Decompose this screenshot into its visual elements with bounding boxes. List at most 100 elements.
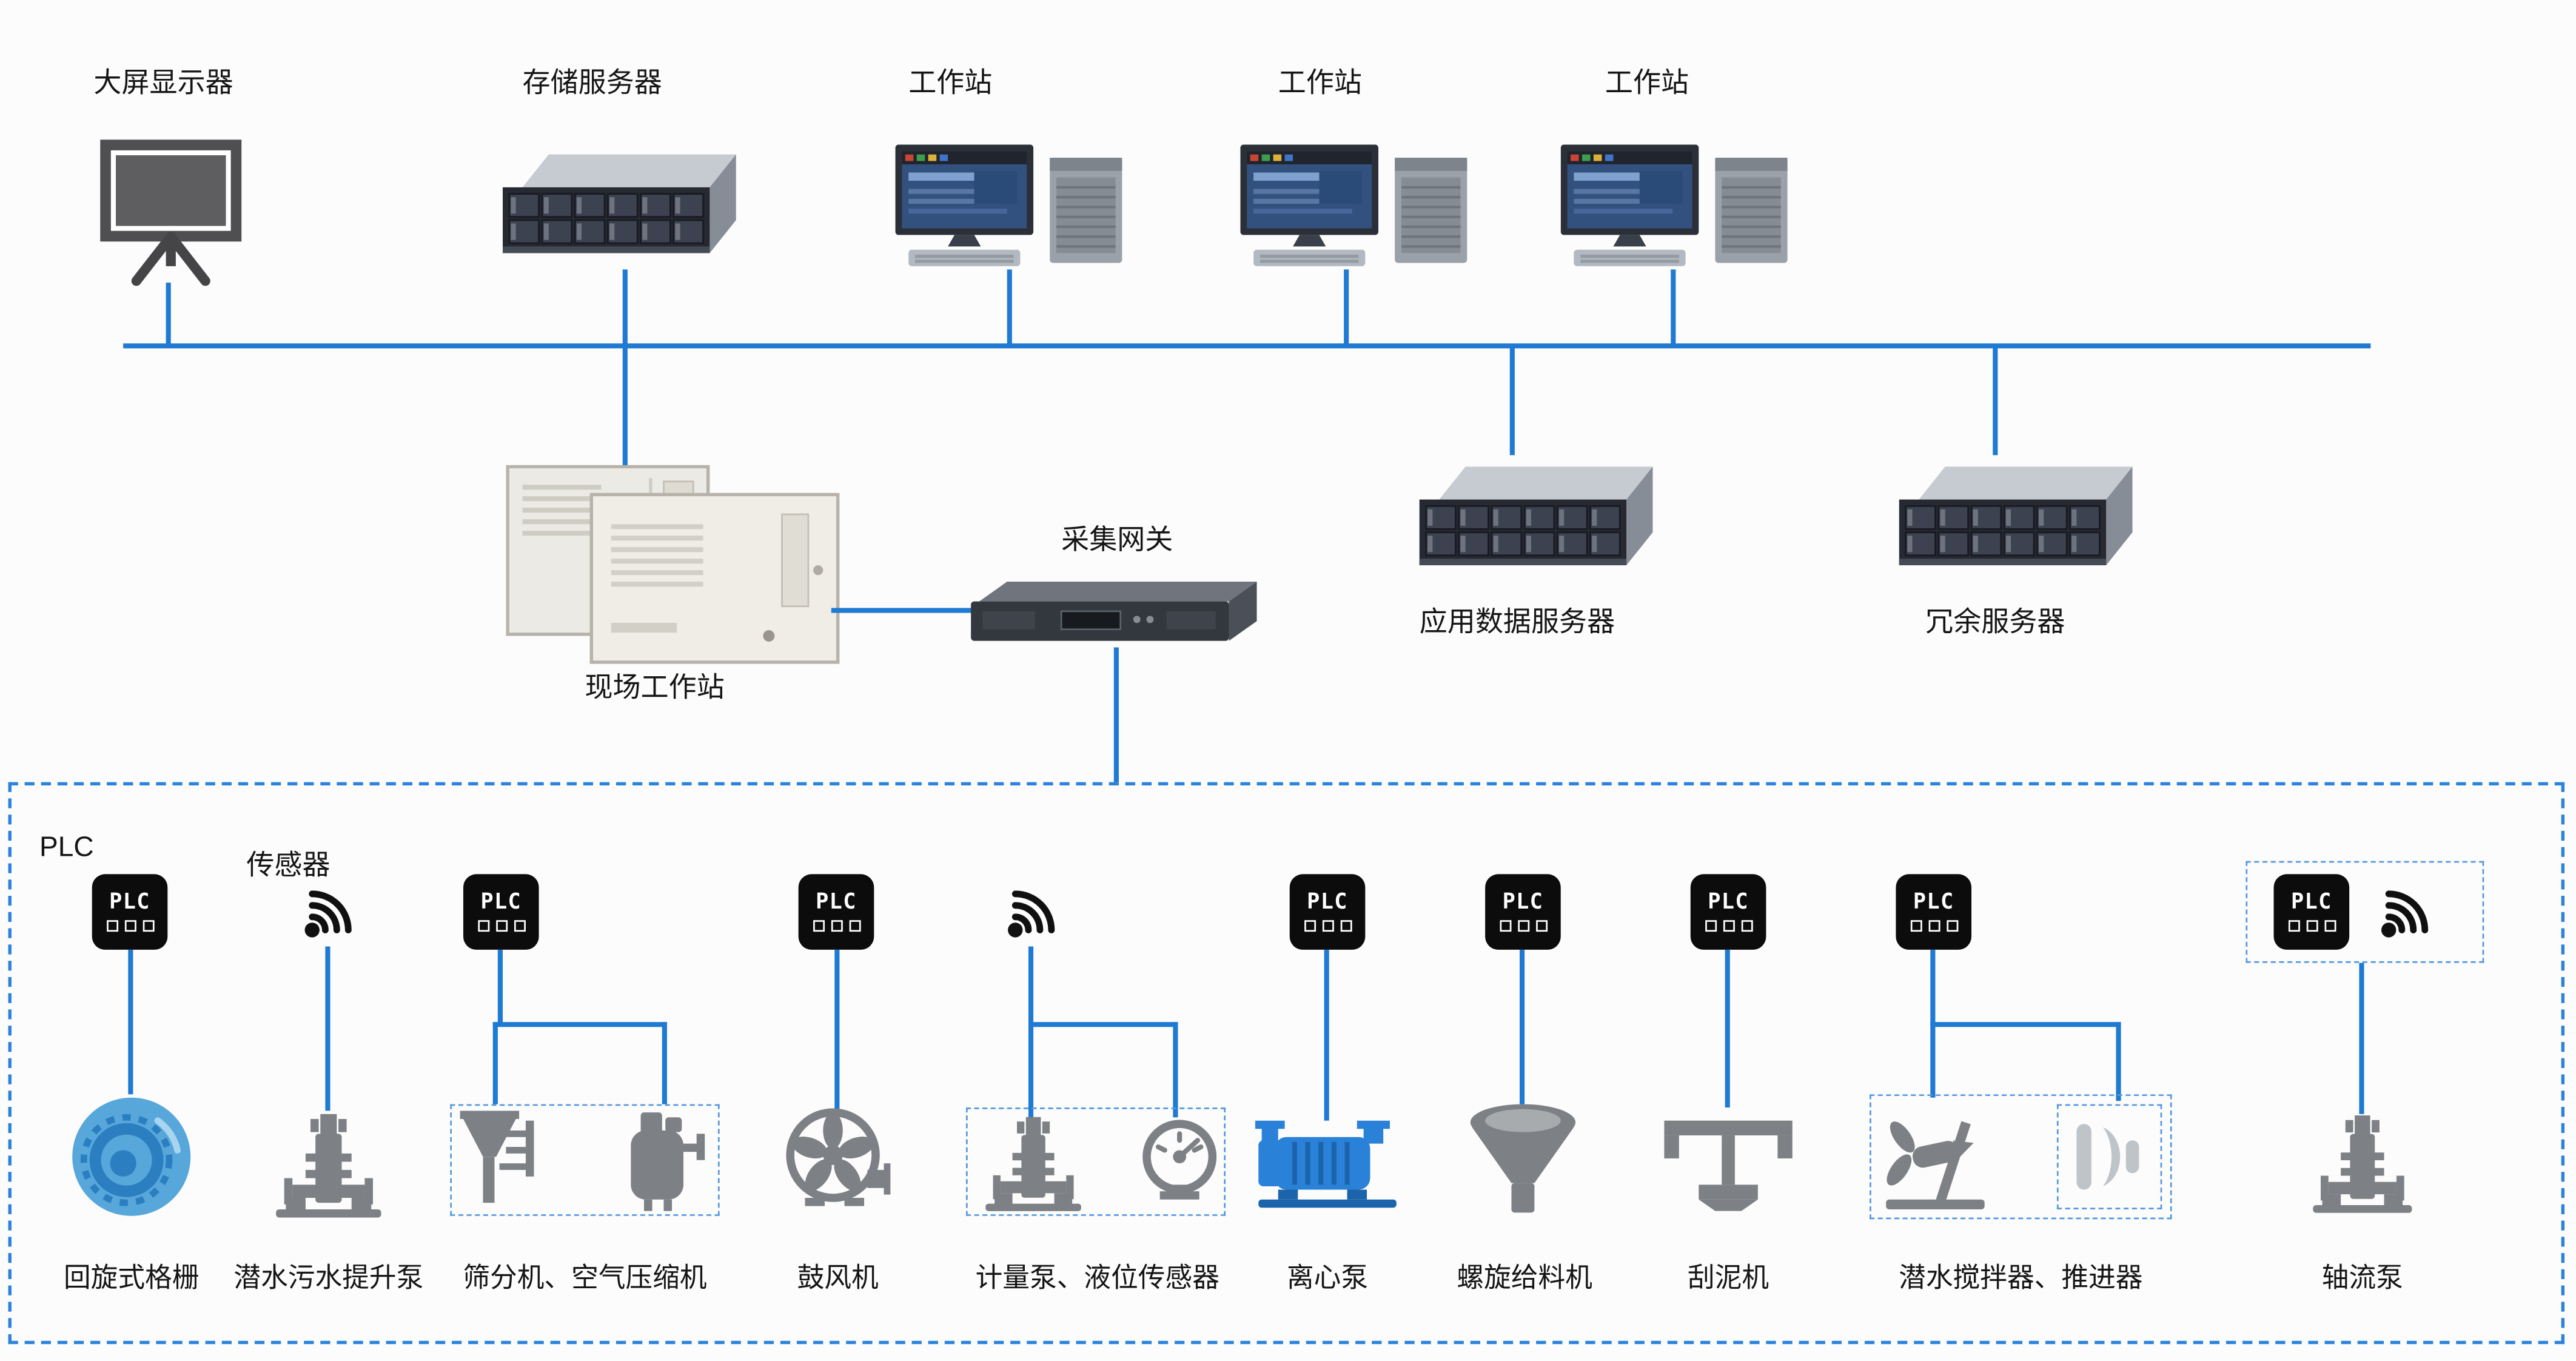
label-workstation-2: 工作站 [1278,67,1362,99]
plc-icon: PLC [1289,874,1366,950]
label-redundant-server: 冗余服务器 [1925,606,2065,638]
connector-line [1028,1022,1178,1027]
level-sensor-gauge-icon [1137,1117,1223,1203]
plc-icon: PLC [92,874,168,950]
connector-line [1993,346,1998,455]
blower-icon [785,1107,894,1216]
plc-icon-text: PLC [1913,890,1954,916]
gateway-icon [966,575,1262,647]
connector-line [1725,949,1730,1108]
submersible-sewage-pump-icon [273,1111,384,1219]
plc-icon-text: PLC [109,890,150,916]
label-app-data-server: 应用数据服务器 [1419,606,1615,638]
submersible-mixer-icon [1883,1107,2001,1212]
connector-line [2359,963,2364,1114]
plc-icon: PLC [1896,874,1972,950]
plc-icon-text: PLC [480,890,522,916]
label-axial-flow-pump: 轴流泵 [2321,1263,2403,1294]
propeller-icon [2070,1117,2149,1196]
label-screw-feeder: 螺旋给料机 [1457,1263,1592,1294]
storage-server-icon [493,141,739,273]
plc-icon-text: PLC [1708,890,1749,916]
workstation-icon [896,144,1134,272]
connector-line [1007,269,1012,345]
plc-icon-dots [2287,920,2336,932]
metering-pump-icon [982,1114,1084,1213]
plc-icon: PLC [1485,874,1561,950]
label-centrifugal-pump: 离心泵 [1286,1263,1369,1294]
plc-icon: PLC [1690,874,1766,950]
app-data-server-icon [1409,454,1655,585]
connector-line [325,946,330,1111]
plc-icon-text: PLC [816,890,857,916]
connector-line [1509,346,1515,455]
label-field-workstation: 现场工作站 [585,672,725,704]
field-device-zone-border [8,782,2565,1345]
label-plc: PLC [39,831,94,863]
mud-scraper-icon [1663,1111,1794,1212]
connector-line [1324,949,1329,1121]
label-workstation-3: 工作站 [1605,67,1689,99]
label-workstation-1: 工作站 [908,67,993,99]
centrifugal-pump-icon [1255,1120,1400,1209]
connector-line [1930,1022,1936,1098]
label-storage-server: 存储服务器 [522,67,662,99]
mixer-propeller-group-box [1870,1094,2172,1220]
connector-line [662,1022,667,1104]
plc-sensor-group-box [2246,861,2484,963]
connector-line [1671,269,1676,345]
connector-line [2116,1022,2121,1101]
screw-feeder-icon [1466,1101,1581,1219]
connector-line [497,949,503,1026]
workstation-icon [1240,144,1478,272]
connector-line [1930,949,1936,1026]
label-mud-scraper: 刮泥机 [1688,1263,1769,1294]
label-big-screen: 大屏显示器 [93,67,233,99]
connector-line [1173,1022,1178,1118]
label-blower: 鼓风机 [797,1263,879,1294]
plc-icon-dots [1910,920,1958,932]
sensor-signal-icon [996,878,1068,950]
connector-line [834,949,840,1111]
metering-pump-level-sensor-group-box [966,1107,1226,1216]
plc-icon-text: PLC [1502,890,1544,916]
label-gateway: 采集网关 [1061,524,1173,556]
plc-icon-text: PLC [1307,890,1348,916]
plc-icon: PLC [2273,874,2350,950]
plc-icon-dots [812,920,860,932]
screening-compressor-group-box [450,1104,720,1216]
connector-line [1113,647,1119,782]
plc-icon: PLC [463,874,539,950]
connector-line [166,282,171,345]
connector-line [492,1022,498,1104]
workstation-icon [1561,144,1799,272]
propeller-box [2056,1104,2162,1209]
rotary-screen-icon [69,1094,194,1219]
label-mixer-propeller: 潜水搅拌器、推进器 [1899,1263,2143,1294]
connector-line [1344,269,1349,345]
connector-line [622,269,628,345]
label-sensor: 传感器 [246,849,330,881]
plc-icon-dots [1303,920,1352,932]
plc-icon-dots [106,920,154,932]
connector-line [1520,949,1525,1104]
connector-line [831,608,983,613]
axial-flow-pump-icon [2310,1111,2415,1215]
network-bus-line [123,343,2371,349]
big-screen-display-icon [95,135,246,286]
label-metering-pump-level-sensor: 计量泵、液位传感器 [975,1263,1219,1294]
plc-icon-dots [477,920,525,932]
redundant-server-icon [1890,454,2136,585]
label-rotary-screen: 回旋式格栅 [63,1263,200,1294]
plc-icon-dots [1704,920,1753,932]
connector-line [1028,946,1034,1118]
screening-machine-icon [460,1111,546,1209]
air-compressor-icon [618,1107,710,1212]
label-submersible-sewage-pump: 潜水污水提升泵 [233,1263,424,1294]
label-screening-compressor: 筛分机、空气压缩机 [463,1263,707,1294]
field-workstation-icon [506,465,842,666]
sensor-signal-icon [292,878,364,950]
connector-line [492,1022,667,1027]
